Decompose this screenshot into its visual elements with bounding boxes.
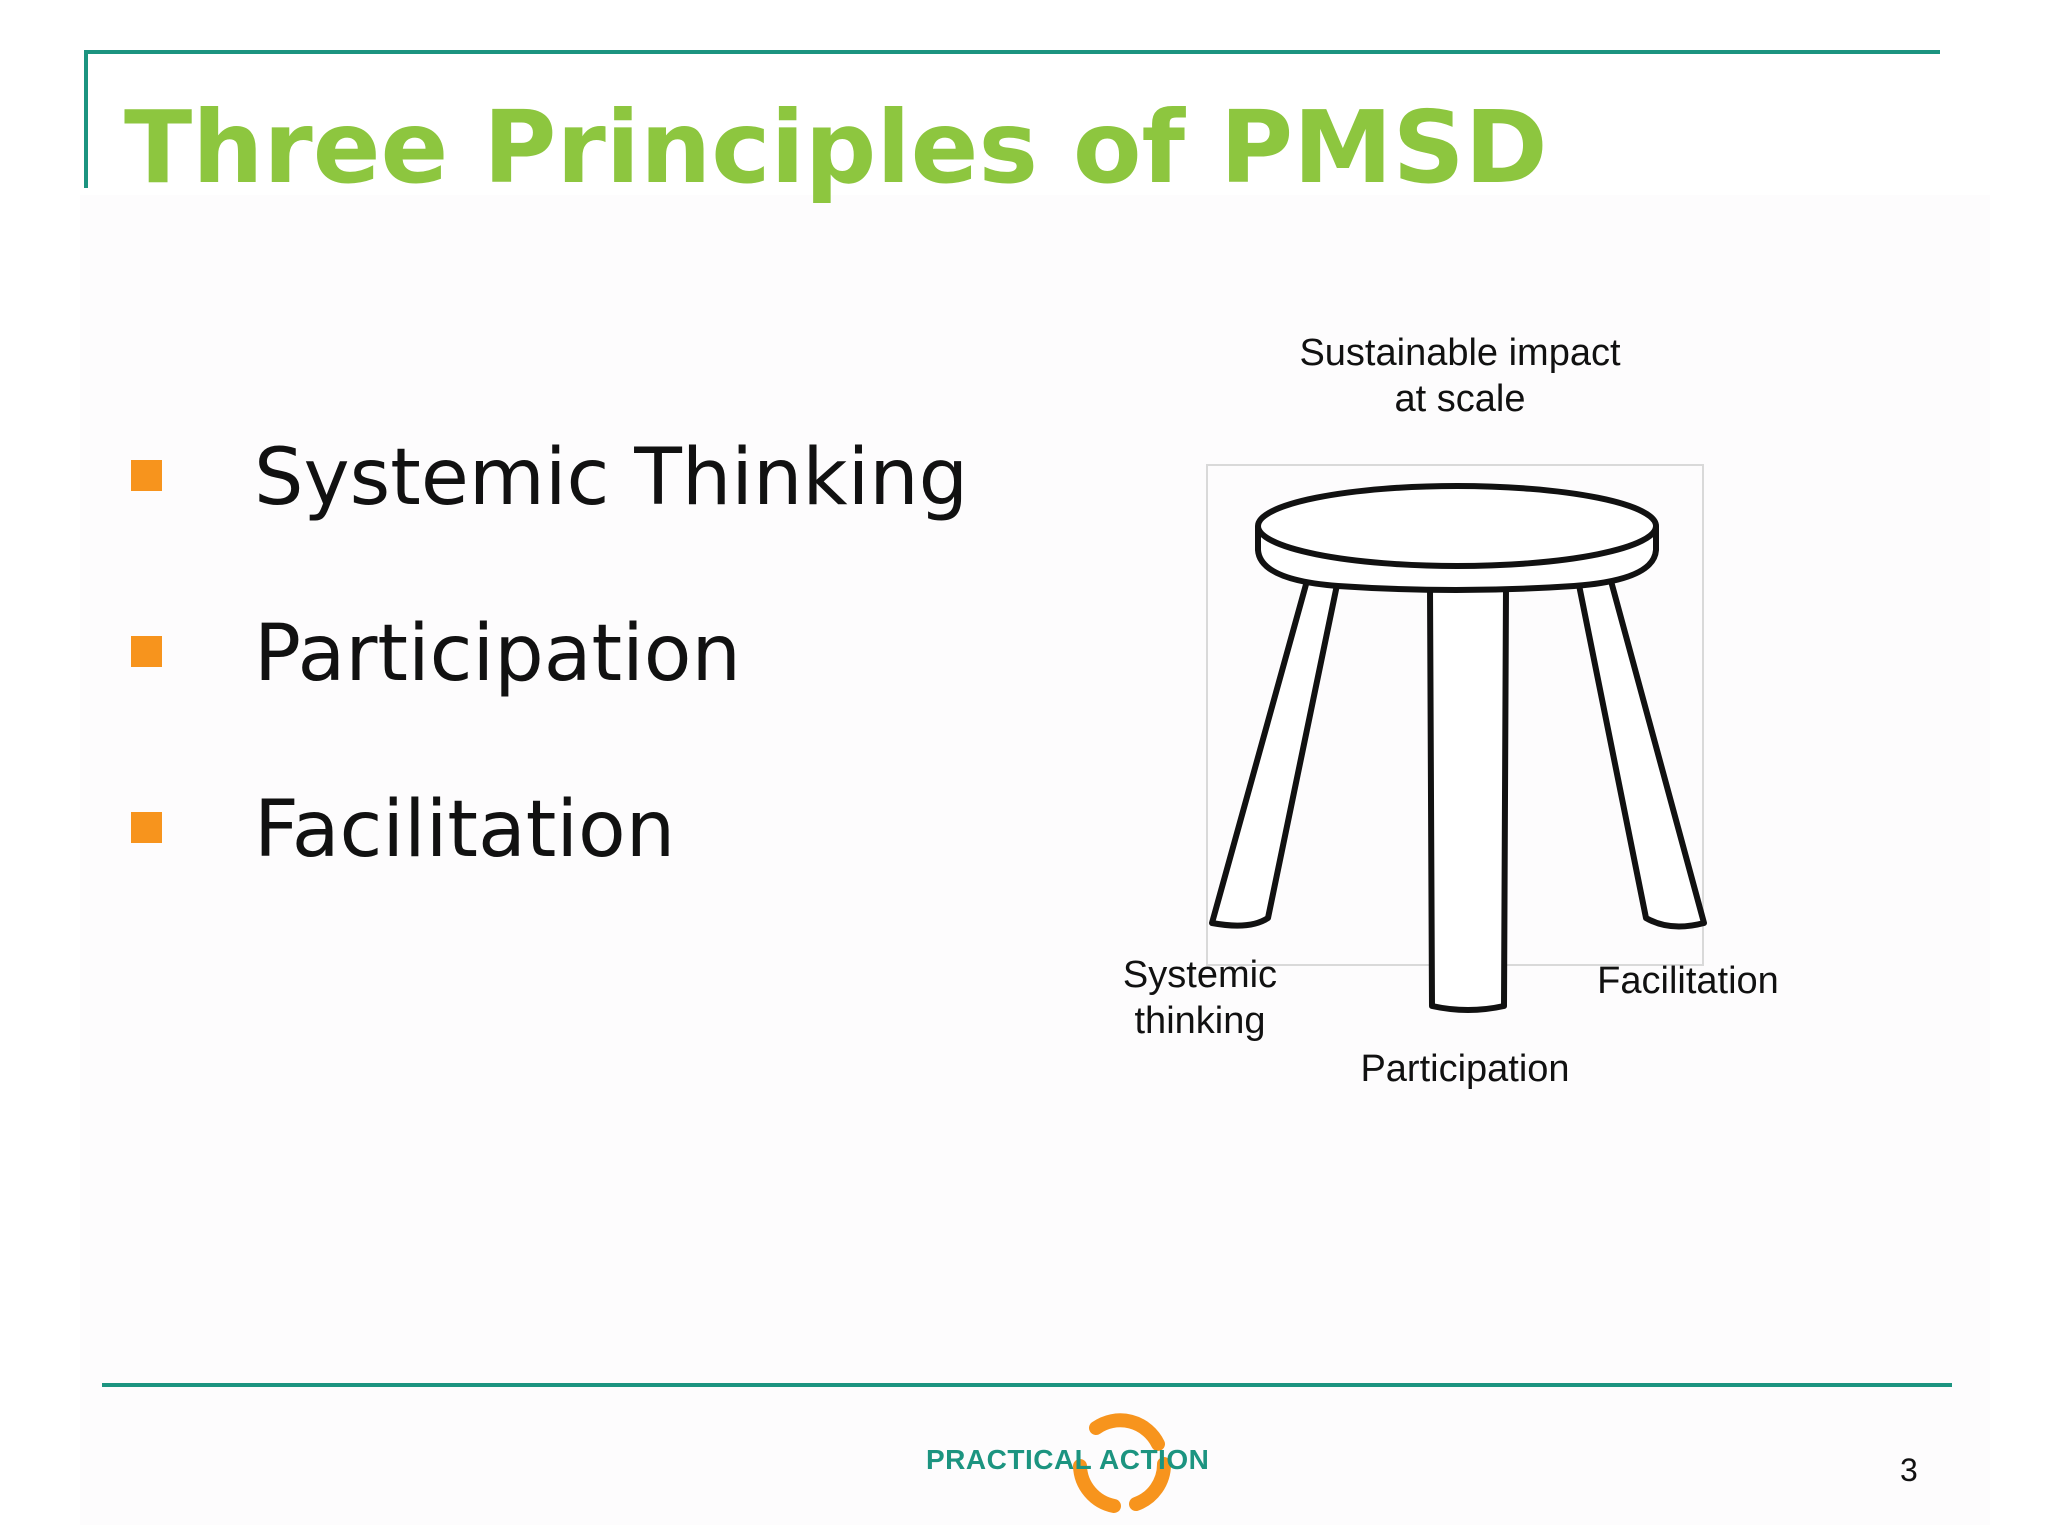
stool-left-leg-label: Systemic thinking [1100,952,1300,1044]
orange-square-bullet-icon [131,812,162,843]
bullet-label: Facilitation [254,782,675,878]
practical-action-logo: PRACTICAL ACTION [926,1408,1176,1518]
stool-figure: Sustainable impact at scale Systemic thi… [1110,330,1810,1110]
logo-wordmark: PRACTICAL ACTION [926,1444,1209,1476]
orange-square-bullet-icon [131,636,162,667]
footer-rule [102,1383,1952,1387]
slide-title: Three Principles of PMSD [124,88,1548,208]
stool-seat-top [1258,486,1656,566]
bullet-label: Participation [254,606,741,702]
stool-middle-leg [1430,588,1506,1010]
stool-top-label: Sustainable impact at scale [1270,330,1650,422]
title-top-rule [84,50,1940,54]
stool-right-leg-label: Facilitation [1568,958,1808,1004]
stool-middle-leg-label: Participation [1330,1046,1600,1092]
page-number: 3 [1900,1450,1918,1490]
stool-left-leg [1212,570,1338,926]
orange-square-bullet-icon [131,460,162,491]
bullet-label: Systemic Thinking [254,430,968,526]
title-left-rule [84,50,88,188]
stool-right-leg [1578,570,1704,927]
